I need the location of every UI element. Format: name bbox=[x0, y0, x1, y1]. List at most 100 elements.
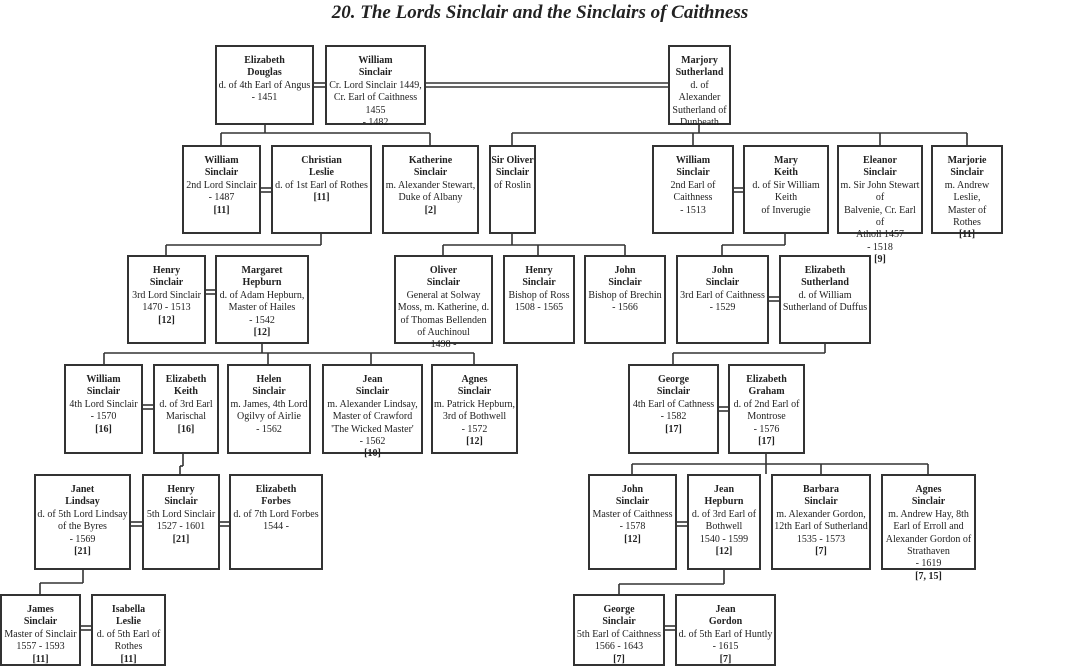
person-name: Sinclair bbox=[705, 277, 740, 289]
person-detail: 1540 - 1599 bbox=[699, 533, 749, 545]
person-detail: 1566 - 1643 bbox=[594, 641, 644, 653]
person-name: Margaret bbox=[241, 265, 283, 276]
person-name: Elizabeth bbox=[165, 374, 207, 385]
person-detail: Cr. Lord Sinclair 1449, bbox=[329, 79, 422, 91]
person-name: Sir Oliver bbox=[491, 155, 534, 166]
person-detail: - 1513 bbox=[680, 204, 706, 216]
chart-reference: [16] bbox=[95, 423, 112, 435]
person-name: Sinclair bbox=[355, 386, 390, 398]
person-detail: m. Alexander Lindsay, bbox=[327, 398, 418, 410]
person-name: Sutherland bbox=[801, 277, 849, 289]
person-detail: Moss, m. Katherine, d. bbox=[397, 302, 490, 314]
chart-reference: [16] bbox=[177, 423, 195, 435]
person-name: Graham bbox=[748, 386, 785, 398]
person-detail: - 1451 bbox=[251, 92, 278, 104]
person-detail: 1508 - 1565 bbox=[514, 302, 564, 314]
person-detail: Sutherland of Duffus bbox=[782, 302, 868, 314]
person-detail: d. of 2nd Earl of bbox=[733, 398, 800, 410]
chart-reference: [11] bbox=[32, 653, 49, 665]
diagram-title: 20. The Lords Sinclair and the Sinclairs… bbox=[331, 2, 749, 23]
person-detail: Master of Caithness bbox=[592, 508, 673, 520]
person-detail: d. of 7th Lord Forbes bbox=[233, 508, 319, 520]
person-detail: d. of 1st Earl of Rothes bbox=[275, 179, 368, 191]
person-detail: - 1529 bbox=[709, 302, 736, 314]
person-detail: 12th Earl of Sutherland bbox=[774, 521, 868, 533]
person-detail: of Thomas Bellenden bbox=[400, 314, 487, 326]
person-name: Sinclair bbox=[676, 167, 710, 179]
person-name: Sinclair bbox=[495, 167, 530, 179]
person-detail: 3rd Lord Sinclair bbox=[132, 289, 201, 301]
person-name: Sinclair bbox=[656, 386, 691, 398]
person-name: James bbox=[27, 604, 54, 615]
chart-reference: [2] bbox=[424, 204, 437, 216]
person-detail: - 1619 bbox=[915, 558, 942, 570]
person-name: Douglas bbox=[247, 67, 282, 79]
person-name: Agnes bbox=[461, 374, 488, 385]
person-name: Henry bbox=[525, 265, 553, 276]
person-name: Mary bbox=[774, 155, 798, 166]
person-detail: Bishop of Ross bbox=[508, 289, 570, 301]
person-detail: Rothes bbox=[114, 641, 143, 653]
chart-reference: [12] bbox=[158, 314, 175, 326]
person-detail: 1535 - 1573 bbox=[796, 533, 846, 545]
person-name: Jean bbox=[362, 374, 383, 385]
person-name: Jean bbox=[714, 484, 734, 495]
person-detail: Ogilvy of Airlie bbox=[237, 411, 301, 423]
person-name: Agnes bbox=[915, 484, 942, 495]
person-name: Katherine bbox=[408, 155, 453, 166]
person-detail: m. Andrew Hay, 8th bbox=[888, 508, 969, 520]
person-detail: Atholl 1457 bbox=[855, 229, 905, 241]
person-detail: 4th Earl of Cathness bbox=[632, 398, 715, 410]
person-detail: 'The Wicked Master' bbox=[331, 423, 414, 435]
person-name: John bbox=[614, 265, 636, 276]
person-name: Marjorie bbox=[947, 155, 987, 166]
person-detail: 2nd Earl of Caithness bbox=[670, 179, 716, 204]
person-name: Marjory bbox=[681, 55, 718, 66]
person-name: John bbox=[621, 484, 644, 495]
person-detail: - 1487 bbox=[208, 192, 235, 204]
person-detail: of Inverugie bbox=[761, 204, 811, 216]
person-detail: 1527 - 1601 bbox=[156, 521, 206, 533]
person-detail: - 1572 bbox=[461, 423, 488, 435]
person-detail: m. Alexander Gordon, bbox=[776, 508, 866, 520]
person-name: Leslie bbox=[309, 167, 334, 179]
person-detail: 1557 - 1593 bbox=[16, 641, 65, 653]
person-name: Sinclair bbox=[426, 277, 461, 289]
person-name: Sutherland bbox=[675, 67, 724, 79]
person-detail: 3rd Earl of Caithness bbox=[680, 289, 765, 301]
person-detail: - 1566 bbox=[612, 302, 638, 314]
chart-reference: [21] bbox=[172, 533, 190, 545]
person-detail: 3rd of Bothwell bbox=[442, 411, 507, 423]
person-detail: - 1518 bbox=[867, 241, 893, 253]
person-detail: m. Alexander Stewart, bbox=[385, 179, 476, 191]
person-name: William bbox=[86, 374, 121, 385]
person-detail: 5th Earl of Caithness bbox=[576, 628, 662, 640]
chart-reference: [7, 15] bbox=[915, 570, 942, 582]
person-detail: - 1615 bbox=[712, 641, 739, 653]
person-detail: - 1576 bbox=[753, 423, 780, 435]
person-detail: - 1542 bbox=[249, 314, 275, 326]
person-detail: of Roslin bbox=[494, 179, 531, 191]
chart-reference: [12] bbox=[715, 546, 733, 558]
person-name: Eleanor bbox=[863, 155, 897, 166]
person-name: Sinclair bbox=[602, 616, 636, 628]
person-name: Sinclair bbox=[457, 386, 492, 398]
person-detail: Alexander Gordon of bbox=[885, 533, 972, 545]
